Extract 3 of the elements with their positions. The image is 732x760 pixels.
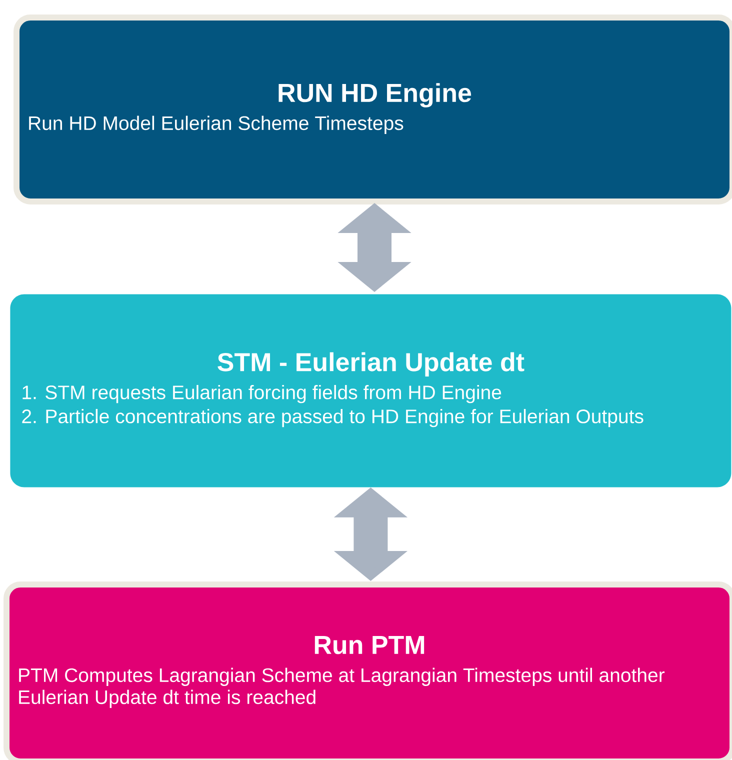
process-box: Run PTM PTM Computes Lagrangian Scheme at Lagrangian Timesteps until another Eulerian Update dt time is reached bbox=[4, 582, 732, 760]
process-box: STM - Eulerian Update dt 1. STM requests Eularian forcing fields from HD Engine 2. Particle concentrations are passed to HD Engine for Eulerian Outputs bbox=[10, 294, 732, 488]
process-box: RUN HD Engine Run HD Model Eulerian Scheme Timesteps bbox=[14, 14, 732, 204]
